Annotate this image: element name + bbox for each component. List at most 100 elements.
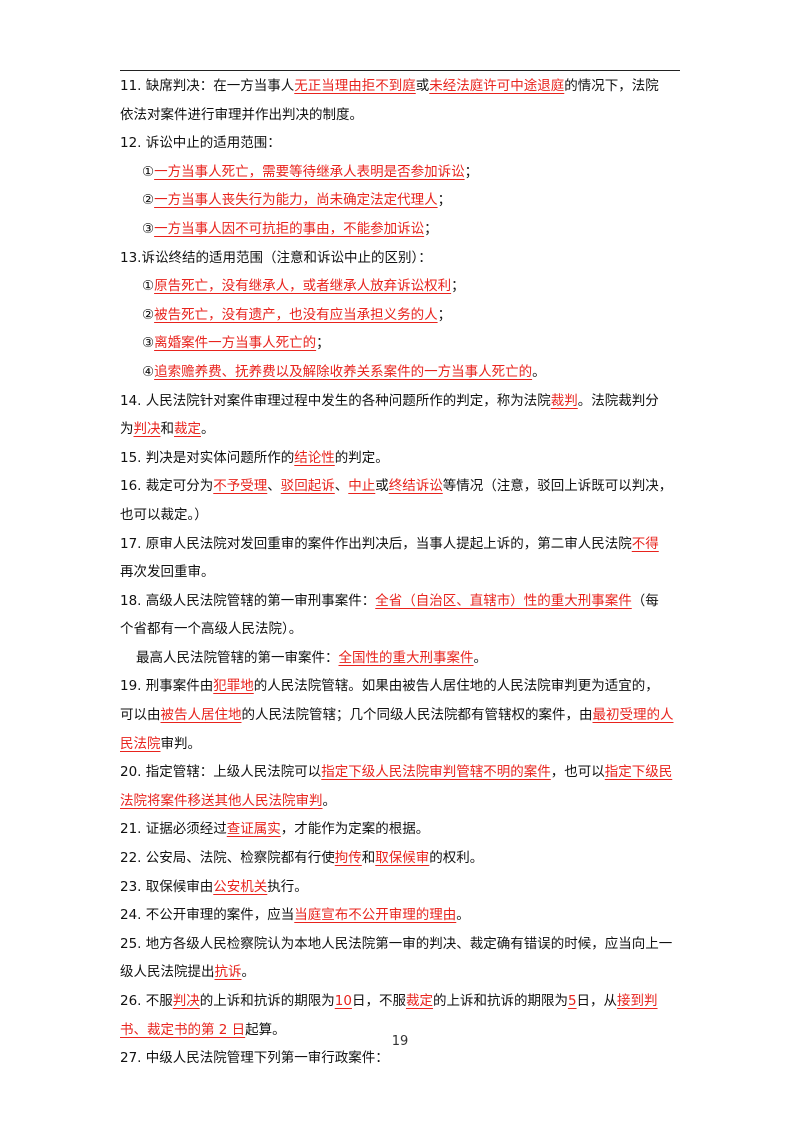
text-segment: 12. 诉讼中止的适用范围： [120,135,281,152]
highlighted-answer: 全国性的重大刑事案件 [338,649,474,666]
text-segment: 等情况（注意，驳回上诉既可以判决， [442,478,673,495]
highlighted-answer: 当庭宣布不公开审理的理由 [294,907,457,924]
highlighted-answer: 查证属实 [226,821,281,838]
text-segment: 25. 地方各级人民检察院认为本地人民法院第一审的判决、裁定确有错误的时候，应当… [120,935,673,952]
text-segment: ，也可以 [550,764,605,781]
highlighted-answer: 结论性 [294,449,335,466]
highlighted-answer: 判决 [172,993,200,1009]
text-segment: 的上诉和抗诉的期限为 [199,993,335,1009]
text-line: 14. 人民法院针对案件审理过程中发生的各种问题所作的判定，称为法院裁判。法院裁… [120,387,680,416]
text-segment: 22. 公安局、法院、检察院都有行使 [120,850,335,867]
text-segment: 。 [241,964,256,981]
text-segment: ④ [142,363,155,380]
text-line: ③一方当事人因不可抗拒的事由，不能参加诉讼； [120,215,680,244]
text-line: 27. 中级人民法院管理下列第一审行政案件： [120,1044,680,1073]
text-segment: 和 [160,421,175,438]
text-line: ③离婚案件一方当事人死亡的； [120,329,680,358]
text-line: 再次发回重审。 [120,558,680,587]
highlighted-answer: 犯罪地 [213,678,254,695]
text-segment: 依法对案件进行审理并作出判决的制度。 [120,106,363,123]
text-segment: 最高人民法院管辖的第一审案件： [136,649,339,666]
text-segment: ； [451,278,465,295]
text-segment: 、 [267,478,281,495]
highlighted-answer: 终结诉讼 [388,478,443,495]
header-rule [120,70,680,71]
text-line: 依法对案件进行审理并作出判决的制度。 [120,101,680,130]
text-segment: ； [424,220,438,237]
text-segment: ； [464,163,479,180]
text-segment: 。法院裁判分 [577,392,659,409]
text-segment: 为 [120,421,134,438]
text-line: 为判决和裁定。 [120,415,680,444]
highlighted-answer: 指定下级人民法院审判管辖不明的案件 [321,764,551,781]
text-line: 19. 刑事案件由犯罪地的人民法院管辖。如果由被告人居住地的人民法院审判更为适宜… [120,672,680,701]
text-segment: ； [437,306,452,323]
text-segment: 23. 取保候审由 [120,878,214,895]
page-number: 19 [391,1034,409,1049]
text-line: 20. 指定管辖：上级人民法院可以指定下级人民法院审判管辖不明的案件，也可以指定… [120,758,680,787]
highlighted-answer: 无正当理由拒不到庭 [294,78,416,94]
text-segment: 11. 缺席判决：在一方当事人 [120,78,295,94]
text-segment: 的上诉和抗诉的期限为 [432,993,568,1009]
highlighted-answer: 裁判 [550,392,578,409]
text-segment: 17. 原审人民法院对发回重审的案件作出判决后，当事人提起上诉的，第二审人民法院 [120,535,632,552]
text-segment: 15. 判决是对实体问题所作的 [120,449,295,466]
highlighted-answer: 未经法庭许可中途退庭 [429,78,565,94]
highlighted-answer: 不予受理 [213,478,268,495]
highlighted-answer: 一方当事人因不可抗拒的事由，不能参加诉讼 [154,220,425,237]
text-segment: 18. 高级人民法院管辖的第一审刑事案件： [120,592,376,609]
text-segment: 和 [361,850,376,867]
text-line: 17. 原审人民法院对发回重审的案件作出判决后，当事人提起上诉的，第二审人民法院… [120,530,680,559]
text-segment: 16. 裁定可分为 [120,478,214,495]
text-segment: ③ [142,220,155,237]
text-segment: 。 [456,907,470,924]
text-line: 也可以裁定。） [120,501,680,530]
text-segment: 的情况下，法院 [564,78,659,94]
text-segment: 也可以裁定。） [120,506,208,523]
text-segment: 。 [532,363,546,380]
text-line: 22. 公安局、法院、检察院都有行使拘传和取保候审的权利。 [120,844,680,873]
highlighted-answer: 被告死亡，没有遗产，也没有应当承担义务的人 [154,306,438,323]
text-line: ②一方当事人丧失行为能力，尚未确定法定代理人； [120,186,680,215]
highlighted-answer: 10 [334,993,352,1009]
highlighted-answer: 指定下级民 [604,764,673,781]
highlighted-answer: 被告人居住地 [160,707,242,724]
text-segment: 21. 证据必须经过 [120,821,227,838]
text-segment: 或 [375,478,389,495]
text-segment: 的判定。 [334,449,389,466]
text-segment: 。 [473,649,488,666]
highlighted-answer: 最初受理的人 [592,707,674,724]
highlighted-answer: 一方当事人丧失行为能力，尚未确定法定代理人 [154,192,438,209]
text-segment: 的人民法院管辖。如果由被告人居住地的人民法院审判更为适宜的， [253,678,659,695]
text-segment: 再次发回重审。 [120,564,215,581]
text-line: 可以由被告人居住地的人民法院管辖；几个同级人民法院都有管辖权的案件，由最初受理的… [120,701,680,730]
text-segment: 。 [322,792,337,809]
text-segment: 26. 不服 [120,993,173,1009]
highlighted-answer: 5 [567,993,577,1009]
text-segment: 审判。 [160,735,202,752]
text-line: 法院将案件移送其他人民法院审判。 [120,787,680,816]
highlighted-answer: 全省（自治区、直辖市）性的重大刑事案件 [375,592,632,609]
text-segment: ； [437,192,452,209]
highlighted-answer: 书、裁定书的第 2 日 [120,1021,246,1038]
highlighted-answer: 离婚案件一方当事人死亡的 [154,335,317,352]
text-line: ②被告死亡，没有遗产，也没有应当承担义务的人； [120,301,680,330]
text-line: 级人民法院提出抗诉。 [120,958,680,987]
text-segment: 。 [201,421,215,438]
text-line: 25. 地方各级人民检察院认为本地人民法院第一审的判决、裁定确有错误的时候，应当… [120,930,680,959]
text-line: ①原告死亡，没有继承人，或者继承人放弃诉讼权利； [120,272,680,301]
highlighted-answer: 驳回起诉 [280,478,335,495]
text-line: 个省都有一个高级人民法院）。 [120,615,680,644]
highlighted-answer: 判决 [133,421,161,438]
text-segment: 日，从 [576,993,618,1009]
text-segment: 或 [415,78,430,94]
text-segment: 20. 指定管辖：上级人民法院可以 [120,764,322,781]
text-line: 15. 判决是对实体问题所作的结论性的判定。 [120,444,680,473]
text-segment: ③ [142,335,155,352]
text-line: 26. 不服判决的上诉和抗诉的期限为10日，不服裁定的上诉和抗诉的期限为5日，从… [120,987,680,1016]
text-line: 11. 缺席判决：在一方当事人无正当理由拒不到庭或未经法庭许可中途退庭的情况下，… [120,72,680,101]
text-segment: 13.诉讼终结的适用范围（注意和诉讼中止的区别）： [120,249,432,266]
text-segment: 24. 不公开审理的案件，应当 [120,907,295,924]
text-line: 12. 诉讼中止的适用范围： [120,129,680,158]
highlighted-answer: 拘传 [334,850,362,867]
